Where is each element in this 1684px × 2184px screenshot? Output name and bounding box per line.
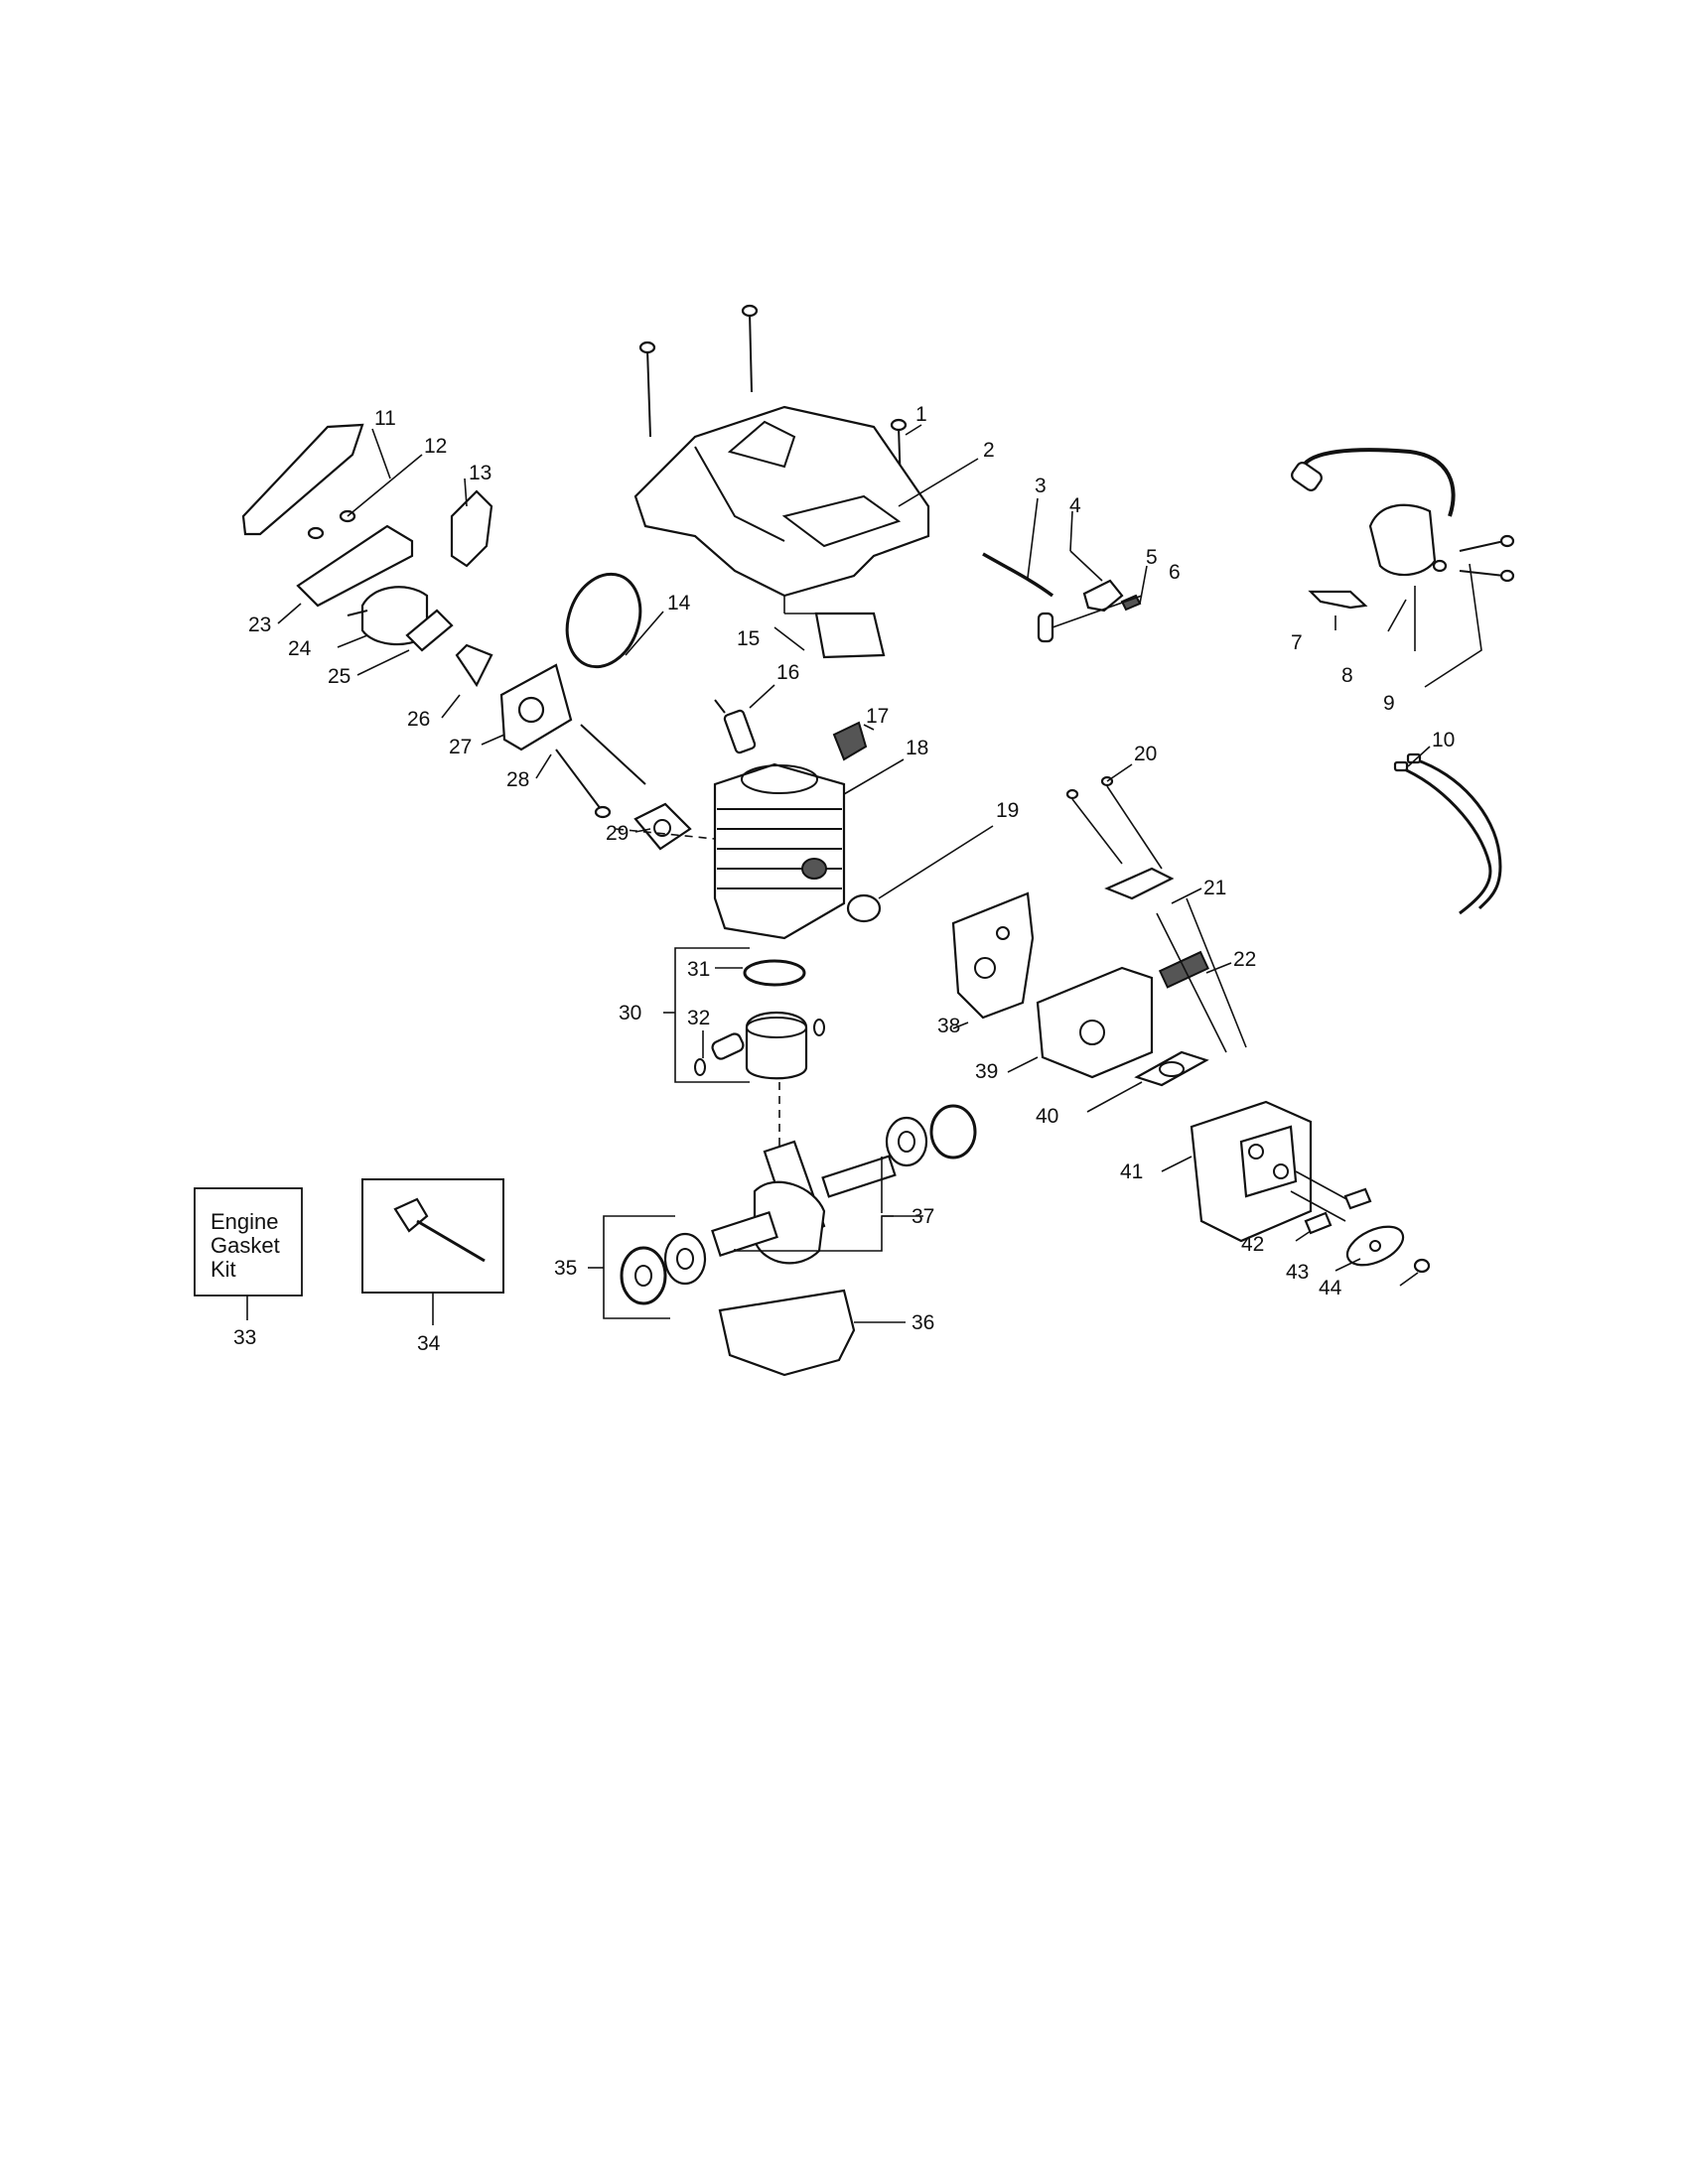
- part-label-7: 7: [1291, 631, 1303, 654]
- part-label-2: 2: [983, 439, 995, 462]
- spark-plug-part: [714, 699, 757, 754]
- part-label-15: 15: [737, 627, 760, 650]
- gasket-kit-line-3: Kit: [210, 1257, 236, 1282]
- ignition-module-part: [1291, 448, 1515, 610]
- part-label-11: 11: [374, 407, 396, 430]
- carburetor-assembly-part: [296, 489, 493, 652]
- part-label-26: 26: [407, 708, 430, 731]
- part-label-1: 1: [915, 403, 927, 426]
- part-label-36: 36: [912, 1311, 934, 1334]
- part-label-37: 37: [912, 1205, 934, 1228]
- part-label-14: 14: [667, 592, 691, 614]
- cylinder-seal-part: [846, 893, 882, 923]
- part-label-42: 42: [1241, 1233, 1264, 1256]
- part-label-16: 16: [776, 661, 799, 684]
- part-label-30: 30: [619, 1002, 641, 1024]
- part-label-27: 27: [449, 736, 472, 758]
- fuel-line-part: [982, 552, 1054, 598]
- muffler-deflector-part: [1065, 775, 1247, 1053]
- part-label-39: 39: [975, 1060, 998, 1083]
- part-label-32: 32: [687, 1007, 710, 1029]
- muffler-part: [1190, 1100, 1351, 1243]
- part-label-3: 3: [1035, 475, 1047, 497]
- fuel-filter-part: [1037, 595, 1143, 643]
- part-label-6: 6: [1169, 561, 1181, 584]
- spark-boot-part: [832, 721, 868, 761]
- gasket-kit-line-1: Engine: [210, 1209, 279, 1234]
- part-label-5: 5: [1146, 546, 1158, 569]
- part-label-10: 10: [1432, 729, 1455, 751]
- part-label-28: 28: [506, 768, 529, 791]
- leader-lines: [277, 424, 1482, 1323]
- gasket-kit-line-2: Gasket: [210, 1233, 280, 1258]
- muffler-bolt-part: [1304, 1187, 1372, 1235]
- part-label-33: 33: [233, 1326, 256, 1349]
- muffler-gasket-part: [1134, 1050, 1209, 1087]
- part-label-4: 4: [1069, 494, 1081, 517]
- intake-boot-part: [565, 572, 642, 669]
- part-label-43: 43: [1286, 1261, 1309, 1284]
- decal-part: [783, 596, 886, 659]
- part-label-21: 21: [1203, 877, 1226, 899]
- engine-gasket-kit-box: Engine Gasket Kit: [194, 1187, 303, 1320]
- part-label-19: 19: [996, 799, 1019, 822]
- tank-vent-part: [1069, 550, 1124, 613]
- cover-screw-part: [638, 304, 908, 542]
- part-label-23: 23: [248, 614, 271, 636]
- part-label-24: 24: [288, 637, 312, 660]
- piston-assembly-part: [694, 959, 825, 1152]
- part-label-44: 44: [1319, 1277, 1342, 1299]
- part-label-12: 12: [424, 435, 447, 458]
- muffler-cover-plate-part: [1345, 1225, 1405, 1267]
- part-label-31: 31: [687, 958, 710, 981]
- part-label-18: 18: [906, 737, 928, 759]
- part-label-41: 41: [1120, 1160, 1143, 1183]
- cylinder-part: [615, 762, 846, 940]
- part-label-38: 38: [937, 1015, 960, 1037]
- crankcase-half-part: [718, 1289, 856, 1377]
- part-label-22: 22: [1233, 948, 1256, 971]
- part-label-20: 20: [1134, 743, 1157, 765]
- part-label-35: 35: [554, 1257, 577, 1280]
- part-label-40: 40: [1036, 1105, 1058, 1128]
- intake-adapter-part: [455, 643, 692, 851]
- muffler-plate-part: [1036, 966, 1154, 1079]
- part-label-34: 34: [417, 1332, 441, 1355]
- spark-plug-wrench-box: [361, 1178, 504, 1325]
- heat-shield-part: [951, 891, 1035, 1020]
- part-label-9: 9: [1383, 692, 1395, 715]
- part-label-29: 29: [606, 822, 629, 845]
- top-cover-part: [633, 405, 930, 598]
- part-label-25: 25: [328, 665, 351, 688]
- part-label-13: 13: [469, 462, 491, 484]
- wire-harness-part: [1393, 752, 1502, 915]
- muffler-nut-part: [1413, 1258, 1431, 1274]
- part-label-17: 17: [866, 705, 889, 728]
- part-reference-labels: 1 2 3 4 5 6 7 8 9 10 11 12 13 14 15 16 1…: [233, 403, 1455, 1355]
- air-filter-cover-part: [241, 423, 364, 536]
- part-label-8: 8: [1341, 664, 1353, 687]
- crankshaft-part: [620, 1104, 977, 1305]
